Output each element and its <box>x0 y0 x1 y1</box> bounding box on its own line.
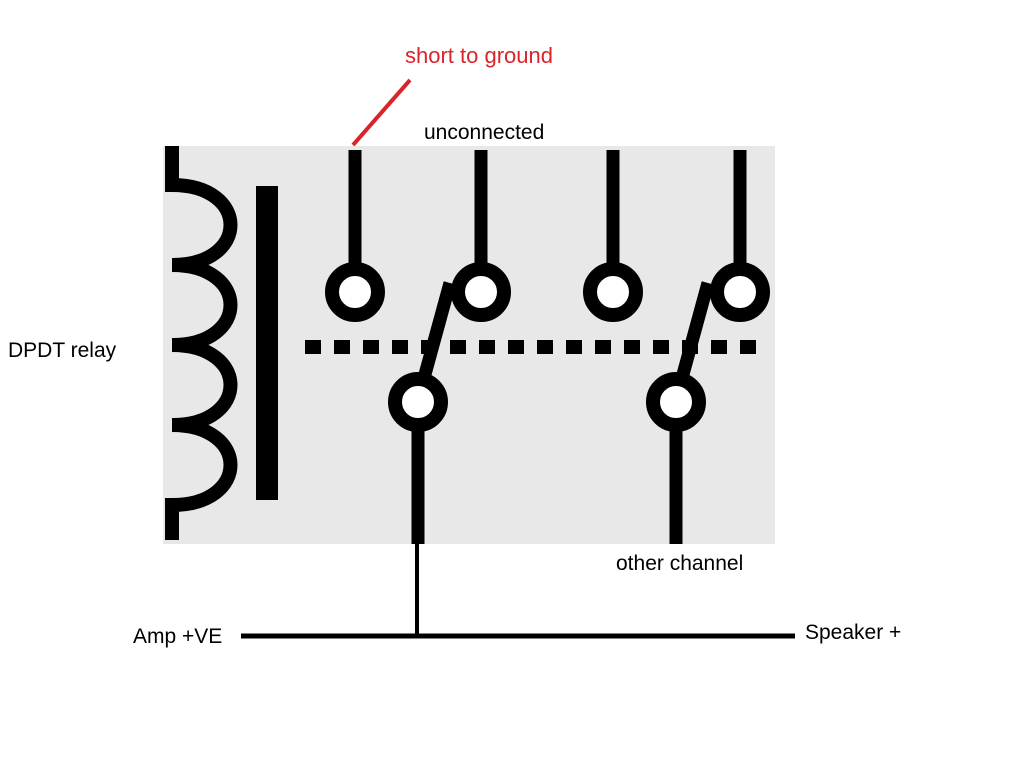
amp-label: Amp +VE <box>133 625 223 648</box>
contact-no-1 <box>451 262 511 322</box>
contact-nc-2 <box>583 262 643 322</box>
unconnected-label: unconnected <box>424 121 545 144</box>
contact-no-2 <box>710 262 770 322</box>
contact-nc-1 <box>325 262 385 322</box>
other-channel-label: other channel <box>616 552 744 575</box>
relay-core-bar <box>256 186 278 500</box>
short-to-ground-pointer <box>351 78 412 147</box>
speaker-label: Speaker + <box>805 621 902 644</box>
contact-common-2 <box>646 372 706 432</box>
relay-coil <box>165 146 238 540</box>
contact-common-1 <box>388 372 448 432</box>
short-to-ground-label: short to ground <box>405 43 553 68</box>
relay-label: DPDT relay <box>8 339 117 362</box>
